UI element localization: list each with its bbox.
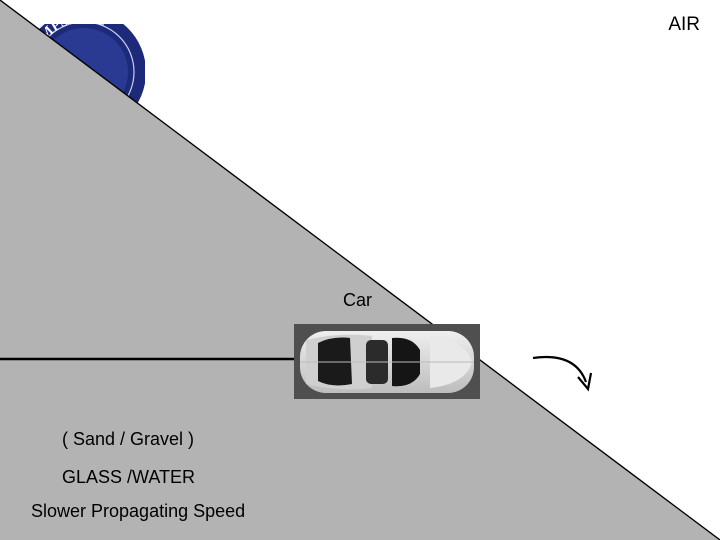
car-image <box>294 324 480 399</box>
car-label: Car <box>343 290 373 310</box>
sand-gravel-label: ( Sand / Gravel ) <box>62 429 195 449</box>
slower-speed-label: Slower Propagating Speed <box>31 501 246 521</box>
glass-water-label: GLASS /WATER <box>62 467 196 487</box>
turn-direction-arrow <box>532 356 593 392</box>
air-label: AIR <box>668 14 700 35</box>
